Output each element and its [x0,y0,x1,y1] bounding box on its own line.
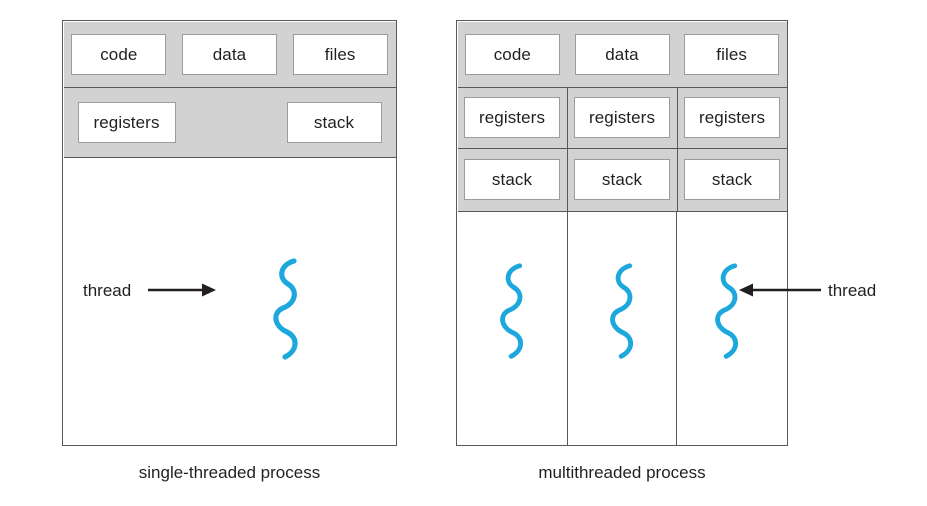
thread-annotation-label-multi: thread [828,281,877,300]
chip-stack: stack [684,159,780,200]
resource-cell-files: files [285,22,396,87]
resource-cell-code: code [64,22,175,87]
chip-stack: stack [286,101,382,143]
chip-stack: stack [464,159,560,200]
chip-registers: registers [464,97,560,138]
thread-column-divider-1 [566,211,568,445]
registers-cell-3: registers [676,87,787,148]
chip-code: code [464,33,560,75]
chip-files: files [292,33,388,75]
stack-cell-3: stack [676,148,787,211]
chip-files: files [684,33,780,75]
resource-cell-data: data [567,22,677,87]
registers-cell-1: registers [458,88,567,148]
thread-state-cell-registers: registers [64,88,180,157]
chip-data: data [574,33,670,75]
resource-cell-data: data [174,22,285,87]
thread-annotation-label-single: thread [83,281,132,300]
multi-process-caption: multithreaded process [538,463,706,482]
thread-column-divider-2 [675,211,677,445]
multi-stack-row: stack stack stack [457,148,787,212]
multithreaded-process-diagram: code data files registers registers regi… [456,20,788,446]
multi-registers-row: registers registers registers [457,87,787,149]
chip-data: data [182,33,277,75]
chip-stack: stack [574,159,670,200]
stack-cell-2: stack [566,148,677,211]
single-resource-row: code data files [63,21,396,88]
resource-cell-code: code [458,22,568,87]
resource-cell-files: files [677,22,787,87]
chip-registers: registers [77,101,176,143]
thread-state-cell-spacer [180,88,286,157]
chip-registers: registers [684,97,780,138]
multi-resource-row: code data files [457,21,787,88]
chip-code: code [71,33,167,75]
thread-state-cell-stack: stack [286,88,396,157]
chip-registers: registers [574,97,670,138]
single-process-caption: single-threaded process [138,463,321,482]
stack-cell-1: stack [458,149,567,211]
single-threaded-process-diagram: code data files registers stack thread [62,20,397,446]
single-thread-state-row: registers stack [63,87,396,158]
registers-cell-2: registers [566,87,677,148]
